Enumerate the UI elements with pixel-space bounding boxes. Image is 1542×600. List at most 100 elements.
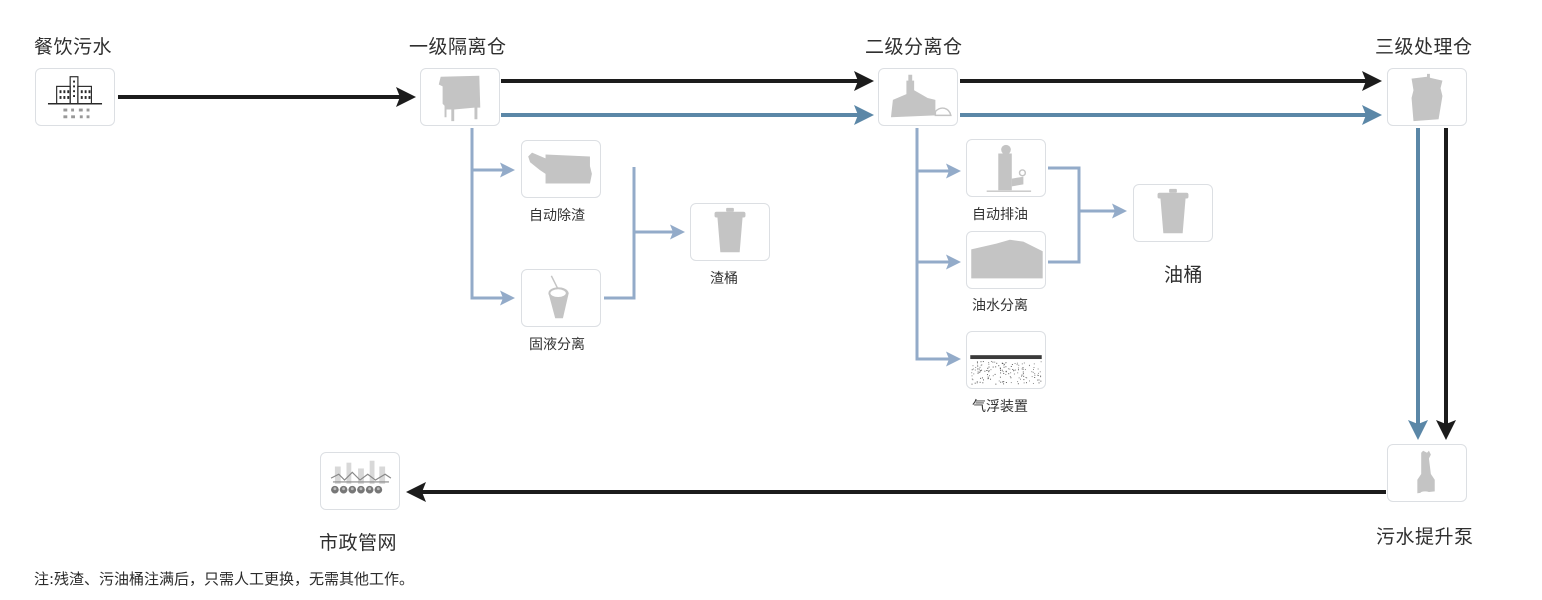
- tertiary-treatment-node[interactable]: [1387, 68, 1467, 126]
- building-icon: [47, 76, 103, 119]
- bubble-dot: [1023, 375, 1025, 377]
- bubble-dot: [1000, 372, 1002, 374]
- bubble-dot: [977, 373, 979, 374]
- bubble-dot: [998, 380, 1000, 382]
- bubble-dot: [1015, 369, 1017, 371]
- bubble-dot: [999, 376, 1001, 378]
- air-flotation-icon: [970, 355, 1042, 385]
- bubble-dot: [1038, 375, 1040, 377]
- auto-slag-removal-label: 自动除渣: [529, 208, 585, 224]
- bubble-dot: [999, 368, 1001, 370]
- auto-oil-discharge-label: 自动排油: [972, 207, 1028, 223]
- bubble-dot: [988, 363, 990, 365]
- oil-bucket-node[interactable]: [1133, 184, 1213, 242]
- bubble-dot: [1039, 371, 1041, 373]
- treatment-tank-icon: [1411, 73, 1443, 122]
- bubble-dot: [980, 377, 982, 379]
- bubble-dot: [1034, 373, 1036, 375]
- bubble-dot: [979, 366, 981, 368]
- bubble-dot: [990, 369, 992, 371]
- bubble-dot: [980, 364, 982, 366]
- bubble-dot: [1009, 376, 1011, 378]
- bubble-dot: [977, 365, 979, 367]
- bubble-dot: [982, 361, 984, 363]
- bubble-dot: [975, 366, 977, 368]
- sewage-lift-pump-title: 污水提升泵: [1376, 526, 1474, 548]
- bubble-dot: [1002, 371, 1004, 373]
- bubble-dot: [1003, 381, 1005, 383]
- bubble-dot: [1021, 375, 1023, 377]
- bubble-dot: [1023, 362, 1025, 364]
- bubble-dot: [988, 371, 990, 373]
- bubble-dot: [1010, 365, 1012, 367]
- bubble-dot: [987, 367, 989, 369]
- primary-branch-connectors: [470, 128, 685, 306]
- bubble-dot: [1009, 368, 1011, 370]
- bubble-dot: [1010, 377, 1012, 379]
- bubble-dot: [1021, 368, 1023, 370]
- solid-liquid-separation-node[interactable]: [521, 269, 601, 327]
- bubble-dot: [1040, 361, 1042, 363]
- bubble-dot: [1005, 382, 1007, 383]
- bubble-dot: [1003, 364, 1005, 366]
- municipal-network-node[interactable]: [320, 452, 400, 510]
- bubble-dot: [1016, 362, 1018, 364]
- slag-remover-icon: [528, 152, 592, 184]
- bubble-dot: [1032, 371, 1034, 373]
- bubble-dot: [1012, 368, 1014, 370]
- bubble-dot: [971, 375, 973, 377]
- bubble-dot: [1037, 374, 1039, 376]
- air-flotation-node[interactable]: [966, 331, 1046, 389]
- bubble-dot: [976, 381, 978, 383]
- secondary-separation-node[interactable]: [878, 68, 958, 126]
- bubble-dot: [1036, 379, 1038, 381]
- bubble-dot: [1001, 362, 1003, 364]
- restaurant-wastewater-title: 餐饮污水: [34, 36, 113, 58]
- bubble-dot: [1038, 382, 1040, 384]
- bubble-dot: [1021, 363, 1023, 365]
- bubble-dot: [995, 383, 997, 385]
- bubble-dot: [1010, 382, 1012, 384]
- oil-water-separation-node[interactable]: [966, 231, 1046, 289]
- slag-bucket-node[interactable]: [690, 203, 770, 261]
- bubble-dot: [1017, 367, 1019, 369]
- bubble-dot: [994, 361, 996, 363]
- bubble-dot: [981, 364, 983, 366]
- edge-oil-discharge-to-merge: [1048, 166, 1081, 264]
- sewage-lift-pump-node[interactable]: [1387, 444, 1467, 502]
- primary-isolation-node[interactable]: [420, 68, 500, 126]
- bubble-dot: [983, 379, 984, 381]
- bubble-dot: [987, 376, 989, 378]
- bubble-dot: [971, 372, 973, 374]
- auto-slag-removal-node[interactable]: [521, 140, 601, 198]
- bubble-dot: [972, 368, 974, 370]
- bubble-dot: [996, 362, 998, 364]
- bubble-dot: [1008, 373, 1010, 375]
- bubble-dot: [1034, 374, 1036, 376]
- bubble-dot: [1022, 371, 1024, 373]
- bubble-dot: [977, 371, 979, 373]
- bubble-dot: [1017, 383, 1019, 385]
- bubble-dot: [1023, 382, 1025, 384]
- solid-liquid-separation-label: 固液分离: [529, 337, 585, 353]
- bubble-dot: [984, 370, 986, 372]
- bubble-dot: [1026, 377, 1028, 379]
- bubble-dot: [1003, 366, 1005, 368]
- bubble-dot: [977, 368, 979, 369]
- bubble-dot: [1003, 383, 1005, 385]
- auto-oil-discharge-node[interactable]: [966, 139, 1046, 197]
- bubble-dot: [1025, 382, 1027, 384]
- bubble-dot: [986, 370, 988, 372]
- municipal-network-title: 市政管网: [319, 532, 398, 554]
- bubble-dot: [976, 382, 978, 384]
- bubble-dot: [977, 372, 979, 374]
- pipe-network-icon: [330, 460, 392, 494]
- bubble-dot: [1010, 372, 1012, 374]
- restaurant-wastewater-node[interactable]: [35, 68, 115, 126]
- separator-icon: [890, 74, 952, 118]
- bubble-dot: [988, 362, 990, 364]
- bubble-dot: [1005, 362, 1007, 364]
- slag-bucket-label: 渣桶: [710, 271, 738, 287]
- oil-bucket-label: 油桶: [1164, 264, 1204, 286]
